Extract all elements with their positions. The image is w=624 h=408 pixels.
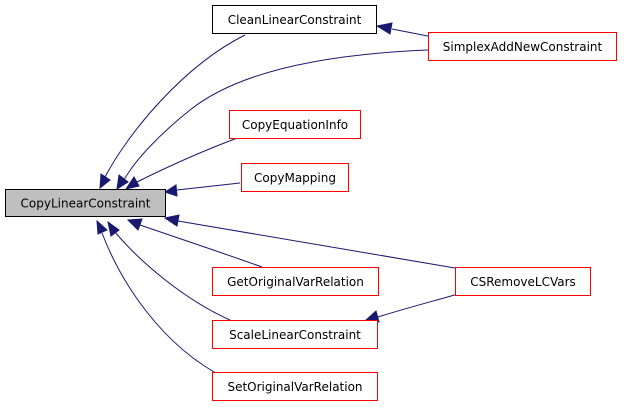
edge-line (104, 34, 246, 178)
arrow-head (163, 184, 178, 197)
node-copy-equation-info[interactable]: CopyEquationInfo (229, 110, 361, 139)
node-box (455, 267, 591, 296)
edge-line (136, 136, 241, 183)
node-label: SetOriginalVarRelation (227, 380, 362, 394)
node-label: SimplexAddNewConstraint (443, 40, 603, 54)
node-get-original-var-relation[interactable]: GetOriginalVarRelation (212, 267, 379, 296)
edge-csremove-to-scale (363, 293, 459, 323)
nodes: CopyLinearConstraint CleanLinearConstrai… (5, 5, 617, 401)
node-box (229, 110, 361, 139)
node-box (212, 267, 379, 296)
edge-line (377, 293, 459, 318)
arrow-head (126, 218, 143, 231)
node-scale-linear-constraint[interactable]: ScaleLinearConstraint (212, 320, 378, 349)
edges (96, 22, 459, 379)
node-cs-remove-lc-vars[interactable]: CSRemoveLCVars (455, 267, 591, 296)
edge-getorig-to-copy (126, 218, 263, 268)
edge-line (177, 220, 456, 269)
node-box (212, 372, 378, 401)
edge-mapping-to-copy (163, 182, 241, 197)
edge-line (123, 49, 429, 181)
arrow-head (96, 219, 108, 235)
node-label: CSRemoveLCVars (470, 275, 576, 289)
node-label: CleanLinearConstraint (228, 13, 362, 27)
node-label: ScaleLinearConstraint (229, 328, 361, 342)
arrow-head (99, 173, 111, 190)
edge-line (114, 231, 231, 321)
node-box (212, 5, 377, 34)
node-copy-mapping[interactable]: CopyMapping (241, 163, 349, 192)
edge-simplex-to-copy (116, 49, 429, 191)
node-set-original-var-relation[interactable]: SetOriginalVarRelation (212, 372, 378, 401)
node-label: CopyMapping (254, 171, 336, 185)
node-copy-linear-constraint: CopyLinearConstraint (5, 189, 166, 217)
edge-equation-to-copy (124, 136, 241, 190)
arrow-head (163, 214, 180, 227)
edge-line (139, 224, 263, 268)
arrow-head (116, 174, 129, 191)
node-box (212, 320, 378, 349)
edge-csremove-to-copy (163, 214, 456, 269)
node-label: GetOriginalVarRelation (227, 275, 364, 289)
arrow-head (124, 176, 140, 190)
node-label: CopyLinearConstraint (21, 197, 151, 211)
edge-scale-to-copy (107, 220, 231, 321)
node-box (5, 189, 166, 217)
edge-line (101, 232, 226, 379)
arrow-head (375, 22, 393, 35)
edge-clean-to-copy (99, 34, 246, 190)
edge-setorig-to-copy (96, 219, 226, 379)
node-box (241, 163, 349, 192)
node-label: CopyEquationInfo (242, 118, 348, 132)
arrow-head (107, 220, 120, 237)
node-box (428, 32, 617, 61)
node-clean-linear-constraint: CleanLinearConstraint (212, 5, 377, 34)
edge-line (176, 182, 241, 191)
node-simplex-add-new-constraint[interactable]: SimplexAddNewConstraint (428, 32, 617, 61)
